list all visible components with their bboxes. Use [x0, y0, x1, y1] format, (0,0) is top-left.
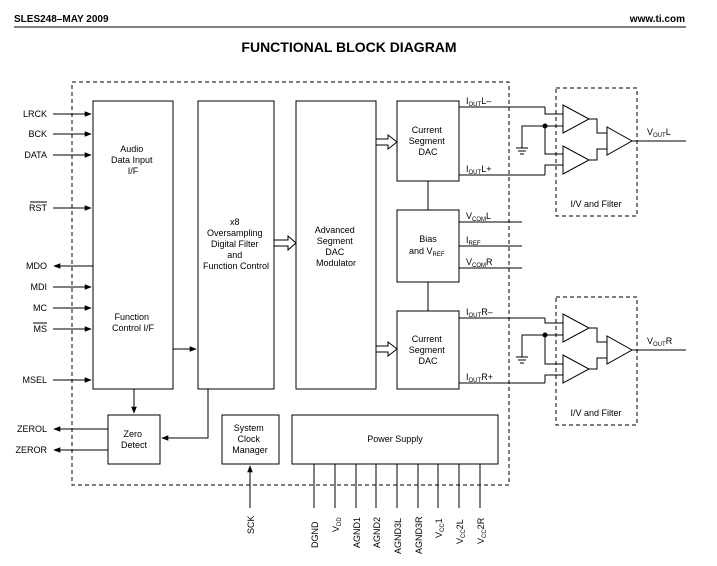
pin-mdo: MDO — [26, 261, 47, 271]
clock-manager-block — [221, 414, 280, 465]
pin-data: DATA — [24, 150, 47, 160]
label-iout-l-minus: IOUTL– — [466, 96, 491, 108]
oversampling-label: x8 Oversampling Digital Filter and Funct… — [203, 217, 269, 271]
modulator-label: Advanced Segment DAC Modulator — [315, 225, 358, 268]
label-vcom-l: VCOML — [466, 211, 491, 223]
pin-mc: MC — [33, 303, 47, 313]
bus-arrow-modulator-dac-bottom — [375, 340, 398, 358]
pin-bck: BCK — [28, 129, 47, 139]
pin-vcc1: VCC1 — [434, 518, 446, 538]
pin-zeror: ZEROR — [16, 445, 48, 455]
iv-filter-top-circuit — [516, 104, 686, 175]
pin-agnd2: AGND2 — [372, 517, 382, 548]
power-pin-lines — [313, 464, 481, 508]
pin-zerol: ZEROL — [17, 424, 47, 434]
interface-block — [92, 100, 174, 390]
iv-filter-bottom-label: I/V and Filter — [570, 408, 621, 418]
pin-rst: RST — [29, 203, 48, 213]
zero-detect-label: Zero Detect — [121, 429, 148, 450]
bus-arrow-modulator-dac-top — [375, 133, 398, 151]
website: www.ti.com — [629, 14, 685, 25]
pin-agnd1: AGND1 — [352, 517, 362, 548]
pin-ms: MS — [34, 324, 48, 334]
opamp-top-1 — [562, 104, 591, 134]
opamp-bottom-2 — [562, 354, 591, 384]
function-if-label: Function Control I/F — [112, 312, 155, 333]
power-pin-labels: DGND VDD AGND1 AGND2 AGND3L AGND3R VCC1 … — [310, 516, 488, 554]
power-supply-block — [291, 414, 499, 465]
dac-top-block — [396, 100, 460, 182]
filter-to-zero-arrow — [161, 389, 209, 441]
pin-mdi: MDI — [31, 282, 48, 292]
right-signal-lines — [459, 106, 545, 384]
iv-filter-bottom-circuit — [516, 313, 686, 384]
opamp-bottom-out — [606, 335, 634, 365]
diagram-title: FUNCTIONAL BLOCK DIAGRAM — [241, 39, 456, 55]
opamp-bottom-1 — [562, 313, 591, 343]
doc-id: SLES248–MAY 2009 — [14, 14, 109, 25]
pin-dgnd: DGND — [310, 521, 320, 548]
label-iout-r-minus: IOUTR– — [466, 307, 493, 319]
modulator-block — [295, 100, 377, 390]
label-vout-l: VOUTL — [647, 127, 671, 139]
pin-vcc2l: VCC2L — [455, 519, 467, 544]
bias-label: Bias — [419, 234, 437, 244]
iv-filter-bottom-box — [555, 296, 638, 426]
label-iref: IREF — [466, 235, 481, 247]
dac-top-label: Current Segment DAC — [409, 125, 448, 157]
pin-msel: MSEL — [22, 375, 47, 385]
pin-vdd: VDD — [331, 517, 343, 532]
dac-bottom-label: Current Segment DAC — [409, 334, 448, 366]
iv-filter-top-label: I/V and Filter — [570, 199, 621, 209]
opamp-top-2 — [562, 145, 591, 175]
pin-agnd3r: AGND3R — [414, 516, 424, 554]
label-iout-r-plus: IOUTR+ — [466, 372, 493, 384]
right-signal-labels: IOUTL– IOUTL+ VCOML IREF VCOMR IOUTR– IO… — [466, 96, 493, 384]
pin-sck: SCK — [246, 515, 256, 534]
chip-boundary — [71, 81, 510, 486]
pin-agnd3l: AGND3L — [393, 518, 403, 554]
opamp-top-out — [606, 126, 634, 156]
clock-manager-label: System Clock Manager — [232, 423, 268, 455]
audio-if-label: Audio Data Input I/F — [111, 144, 155, 176]
iv-filter-top-box — [555, 87, 638, 217]
label-vcom-r: VCOMR — [466, 257, 493, 269]
bus-arrow-filter-modulator — [273, 234, 297, 252]
label-iout-l-plus: IOUTL+ — [466, 164, 491, 176]
left-pin-labels: LRCK BCK DATA RST MDO MDI MC MS MSEL ZER… — [16, 109, 48, 455]
left-pin-lines — [53, 111, 108, 453]
power-supply-label: Power Supply — [367, 434, 423, 444]
label-vout-r: VOUTR — [647, 336, 673, 348]
zero-detect-block — [107, 414, 161, 465]
vref-label: and VREF — [409, 246, 445, 258]
pin-lrck: LRCK — [23, 109, 47, 119]
bus-arrows — [273, 133, 398, 358]
pin-vcc2r: VCC2R — [476, 517, 488, 544]
